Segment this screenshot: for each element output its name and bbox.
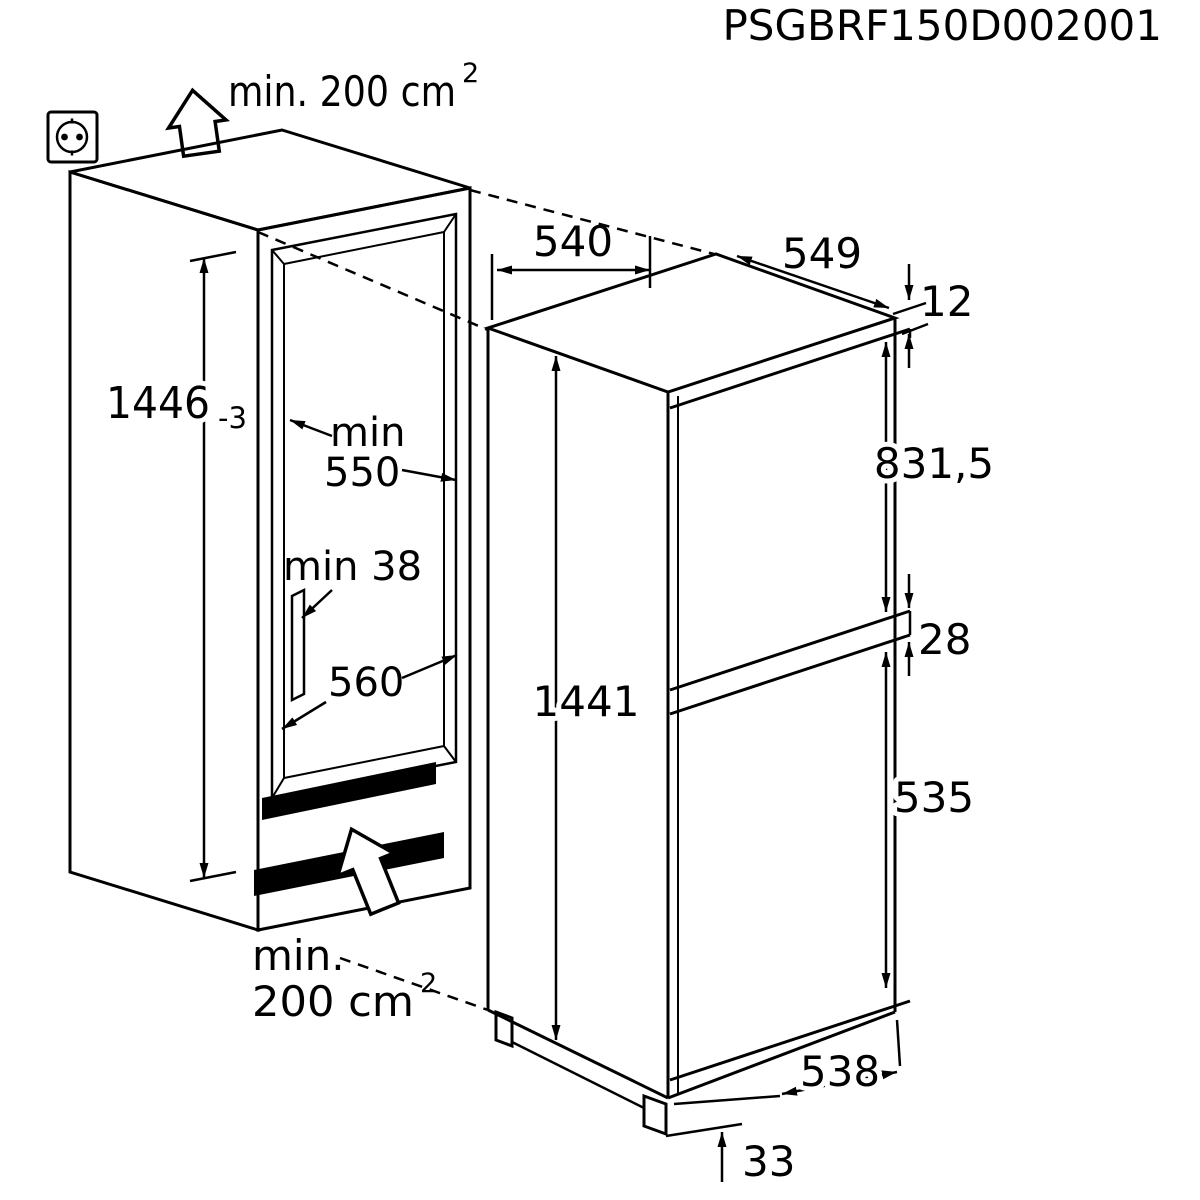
dim-top-width: 549 <box>736 229 890 310</box>
top-gap-label: 12 <box>920 277 973 326</box>
top-depth-label: 540 <box>533 217 613 266</box>
part-number-label: PSGBRF150D002001 <box>722 1 1162 50</box>
door-split-lines <box>669 327 912 1082</box>
top-clearance-superscript: 2 <box>462 58 479 89</box>
appliance-drawing <box>483 252 912 1137</box>
power-socket-icon <box>46 110 99 164</box>
dim-top-depth: 540 <box>490 217 652 320</box>
dim-rear-spacer: min 38 <box>283 544 422 619</box>
niche-top-panel <box>69 128 471 232</box>
appliance-foot-left <box>494 1009 514 1049</box>
top-width-label: 549 <box>782 229 862 278</box>
dim-appliance-height: 1441 <box>528 356 644 1040</box>
niche-left-panel <box>68 169 260 933</box>
dim-bottom-clearance: min. 200 cm 2 <box>252 931 437 1026</box>
dim-upper-door-height: 831,5 <box>869 342 999 612</box>
dim-niche-width: 560 <box>281 653 458 731</box>
appliance-height-label: 1441 <box>533 677 640 726</box>
appliance-foot-right <box>642 1093 668 1137</box>
dim-top-gap: 12 <box>892 264 973 368</box>
airflow-arrow-bottom-icon <box>335 826 401 917</box>
niche-height-tolerance-label: -3 <box>218 401 247 435</box>
rear-spacer-label: min 38 <box>283 544 422 590</box>
top-clearance-label: min. 200 cm <box>228 67 456 116</box>
projection-lines <box>257 188 715 1012</box>
niche-front-face <box>256 186 472 932</box>
rear-spacer-detail <box>290 587 306 703</box>
dim-lower-door-height: 535 <box>881 652 979 988</box>
dim-door-gap: 28 <box>904 574 971 676</box>
airflow-arrow-top-icon <box>165 87 230 159</box>
dim-top-clearance: min. 200 cm 2 <box>228 58 479 116</box>
niche-opening <box>270 212 458 800</box>
dim-bottom-depth: 538 <box>673 1019 902 1106</box>
dim-bottom-gap: 33 <box>665 1122 795 1186</box>
door-gap-label: 28 <box>918 615 971 664</box>
upper-door-height-label: 831,5 <box>874 439 994 488</box>
niche-depth-min-word: min <box>330 410 405 456</box>
niche-height-label: 1446 <box>106 378 210 429</box>
bottom-clearance-line2: 200 cm <box>252 977 414 1026</box>
bottom-clearance-line1: min. <box>252 931 345 980</box>
niche-depth-edges <box>271 213 457 799</box>
niche-drawing <box>68 128 472 933</box>
niche-depth-min-value: 550 <box>324 450 400 496</box>
bottom-depth-label: 538 <box>800 1047 880 1096</box>
bottom-gap-label: 33 <box>742 1137 795 1186</box>
lower-door-height-label: 535 <box>894 773 974 822</box>
dim-niche-depth-min: min 550 <box>289 410 457 496</box>
bottom-clearance-superscript: 2 <box>420 968 437 999</box>
niche-width-label: 560 <box>328 660 404 706</box>
dim-niche-height: 1446 -3 <box>101 250 252 883</box>
niche-vent-grille <box>262 762 436 820</box>
